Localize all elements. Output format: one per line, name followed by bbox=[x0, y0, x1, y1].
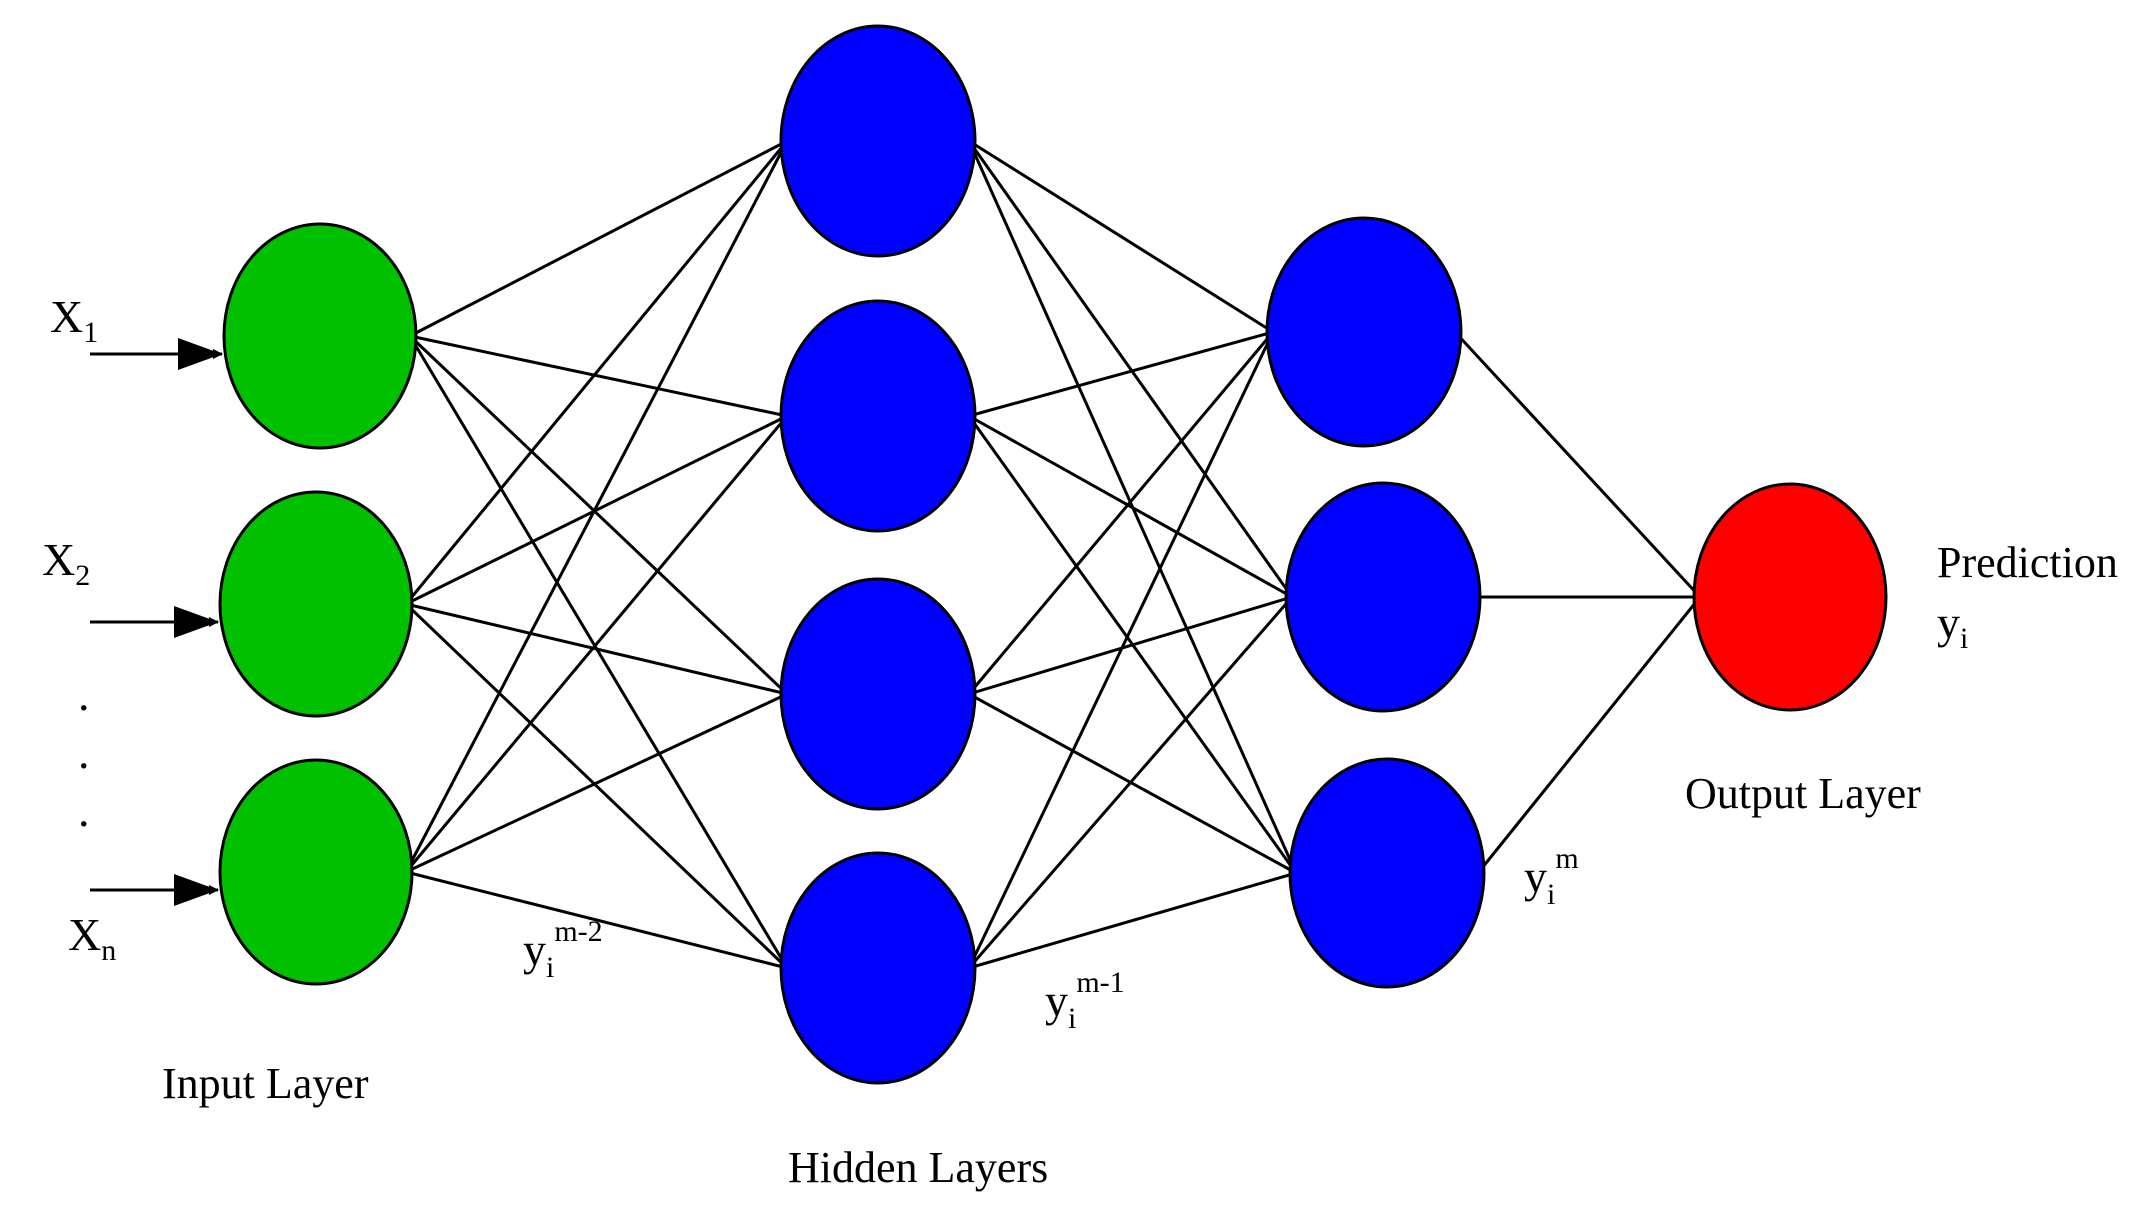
connection-l1-n2-to-n2 bbox=[968, 692, 1297, 875]
input-node-2 bbox=[218, 490, 414, 718]
ellipsis-dot-1: . bbox=[78, 669, 90, 720]
hidden-layers-label: Hidden Layers bbox=[788, 1143, 1048, 1192]
hidden-1-node-3 bbox=[779, 577, 977, 811]
connection-l1-n2-to-n0 bbox=[967, 331, 1275, 695]
connection-l0-n1-to-n3 bbox=[404, 602, 789, 970]
nodes bbox=[218, 24, 1888, 1085]
input-label-x2: X2 bbox=[42, 534, 90, 592]
connection-l2-n2-to-n0 bbox=[1476, 596, 1702, 874]
signal-label-m: yim bbox=[1524, 842, 1579, 911]
connection-l1-n3-to-n0 bbox=[967, 331, 1275, 969]
connections bbox=[404, 139, 1702, 970]
signal-label-m-2: yim-2 bbox=[523, 915, 603, 984]
connection-l2-n0-to-n0 bbox=[1453, 330, 1702, 599]
input-node-1 bbox=[222, 222, 418, 450]
connection-l0-n1-to-n2 bbox=[405, 602, 788, 696]
input-node-3 bbox=[218, 758, 414, 986]
connection-l0-n2-to-n3 bbox=[405, 870, 788, 970]
connection-l1-n3-to-n2 bbox=[968, 871, 1297, 970]
input-arrows bbox=[90, 338, 223, 906]
ellipsis-dot-2: . bbox=[78, 727, 90, 778]
output-node-1 bbox=[1692, 482, 1888, 712]
connection-l1-n0-to-n0 bbox=[968, 139, 1274, 334]
hidden-2-node-2 bbox=[1284, 481, 1482, 713]
hidden-2-node-1 bbox=[1265, 216, 1463, 448]
arrowhead-1 bbox=[178, 338, 222, 370]
connection-l0-n0-to-n0 bbox=[409, 139, 788, 338]
connection-l0-n0-to-n1 bbox=[409, 334, 788, 418]
signal-label-m-1: yim-1 bbox=[1045, 966, 1125, 1035]
prediction-title: Prediction bbox=[1937, 538, 2118, 587]
connection-l0-n0-to-n2 bbox=[408, 334, 789, 696]
hidden-1-node-1 bbox=[779, 24, 977, 258]
connection-l1-n2-to-n1 bbox=[968, 595, 1293, 696]
arrowhead-3 bbox=[174, 874, 218, 906]
hidden-2-node-3 bbox=[1288, 757, 1486, 989]
connection-l0-n2-to-n2 bbox=[405, 692, 788, 874]
input-label-x1: X1 bbox=[50, 291, 98, 349]
connection-l1-n1-to-n1 bbox=[968, 414, 1293, 599]
prediction-symbol: yi bbox=[1937, 597, 1968, 655]
connection-l1-n3-to-n1 bbox=[967, 596, 1294, 969]
output-layer-label: Output Layer bbox=[1685, 769, 1921, 818]
ellipsis-dot-3: . bbox=[78, 785, 90, 836]
connection-l0-n0-to-n3 bbox=[408, 335, 789, 969]
arrowhead-2 bbox=[174, 606, 218, 638]
connection-l0-n1-to-n1 bbox=[405, 414, 788, 606]
connection-l0-n1-to-n0 bbox=[404, 140, 789, 605]
input-label-xn: Xn bbox=[68, 909, 116, 967]
hidden-1-node-2 bbox=[779, 299, 977, 533]
connection-l1-n0-to-n1 bbox=[967, 140, 1294, 598]
connection-l1-n1-to-n0 bbox=[968, 330, 1274, 418]
connection-l0-n2-to-n1 bbox=[404, 415, 789, 873]
hidden-1-node-4 bbox=[779, 851, 977, 1085]
input-layer-label: Input Layer bbox=[162, 1059, 369, 1108]
connection-l0-n2-to-n0 bbox=[404, 140, 789, 873]
